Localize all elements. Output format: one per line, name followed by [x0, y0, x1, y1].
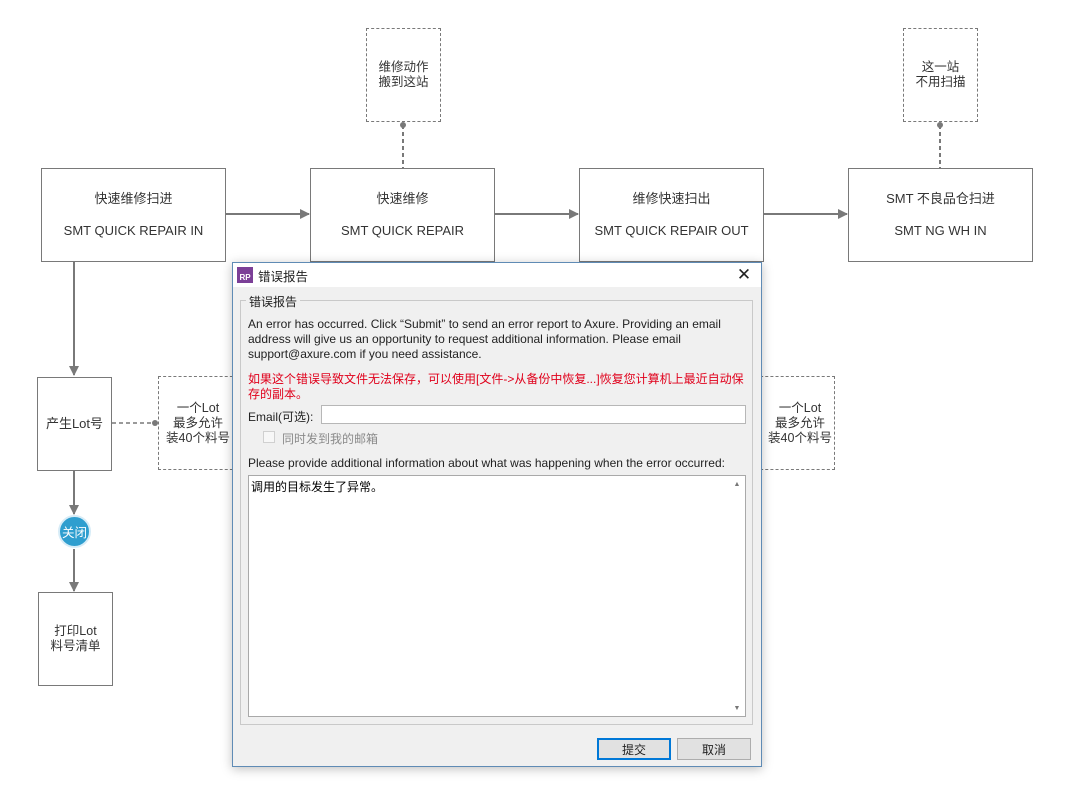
group-title: 错误报告	[246, 293, 301, 310]
step-quick-repair-out: 维修快速扫出 SMT QUICK REPAIR OUT	[579, 168, 764, 262]
step-cn-label: 维修快速扫出	[632, 191, 711, 206]
email-field[interactable]	[321, 405, 746, 424]
note-no-scan: 这一站 不用扫描	[903, 28, 978, 122]
step-cn-label: SMT 不良品仓扫进	[886, 191, 995, 206]
note-repair-moved: 维修动作 搬到这站	[366, 28, 441, 122]
step-ng-wh-in: SMT 不良品仓扫进 SMT NG WH IN	[848, 168, 1033, 262]
submit-button[interactable]: 提交	[597, 738, 671, 760]
note-text: 一个Lot 最多允许 装40个料号	[768, 400, 832, 445]
info-prompt: Please provide additional information ab…	[248, 456, 725, 470]
close-icon[interactable]: ✕	[736, 265, 752, 284]
note-lot-capacity-right: 一个Lot 最多允许 装40个料号	[755, 376, 835, 470]
scroll-down-icon[interactable]: ▼	[733, 704, 741, 712]
email-label: Email(可选):	[248, 410, 314, 424]
send-copy-checkbox[interactable]	[263, 431, 275, 443]
additional-info-text: 调用的目标发生了异常。	[251, 480, 384, 494]
additional-info-textarea[interactable]: 调用的目标发生了异常。 ▲ ▼	[248, 475, 746, 717]
step-quick-repair: 快速维修 SMT QUICK REPAIR	[310, 168, 495, 262]
step-cn-label: 快速维修	[376, 191, 429, 206]
dialog-title: 错误报告	[258, 269, 309, 284]
scroll-up-icon[interactable]: ▲	[733, 480, 741, 488]
step-label: 产生Lot号	[45, 416, 104, 431]
dialog-titlebar: RP 错误报告 ✕	[233, 263, 761, 287]
step-en-label: SMT QUICK REPAIR OUT	[594, 223, 749, 238]
axure-rp-icon: RP	[237, 267, 253, 283]
step-en-label: SMT QUICK REPAIR	[340, 223, 465, 238]
note-lot-capacity-left: 一个Lot 最多允许 装40个料号	[158, 376, 238, 470]
step-quick-repair-in: 快速维修扫进 SMT QUICK REPAIR IN	[41, 168, 226, 262]
step-cn-label: 快速维修扫进	[94, 191, 173, 206]
step-en-label: SMT QUICK REPAIR IN	[63, 223, 204, 238]
step-print-lot-list: 打印Lot 料号清单	[38, 592, 113, 686]
error-report-group	[240, 300, 753, 725]
step-generate-lot: 产生Lot号	[37, 377, 112, 471]
textarea-scrollbar[interactable]: ▲ ▼	[729, 476, 745, 716]
note-text: 这一站 不用扫描	[915, 60, 966, 89]
note-text: 一个Lot 最多允许 装40个料号	[166, 400, 230, 445]
step-label: 打印Lot 料号清单	[50, 624, 101, 653]
note-text: 维修动作 搬到这站	[378, 60, 429, 89]
error-report-dialog: RP 错误报告 ✕ 错误报告 An error has occurred. Cl…	[232, 262, 762, 767]
cancel-button[interactable]: 取消	[677, 738, 751, 760]
send-copy-label: 同时发到我的邮箱	[282, 432, 379, 446]
close-lot-button[interactable]: 关闭	[58, 515, 91, 548]
backup-warning: 如果这个错误导致文件无法保存，可以使用[文件->从备份中恢复...]恢复您计算机…	[248, 372, 744, 401]
error-description: An error has occurred. Click “Submit” to…	[248, 317, 721, 361]
step-en-label: SMT NG WH IN	[894, 223, 987, 238]
